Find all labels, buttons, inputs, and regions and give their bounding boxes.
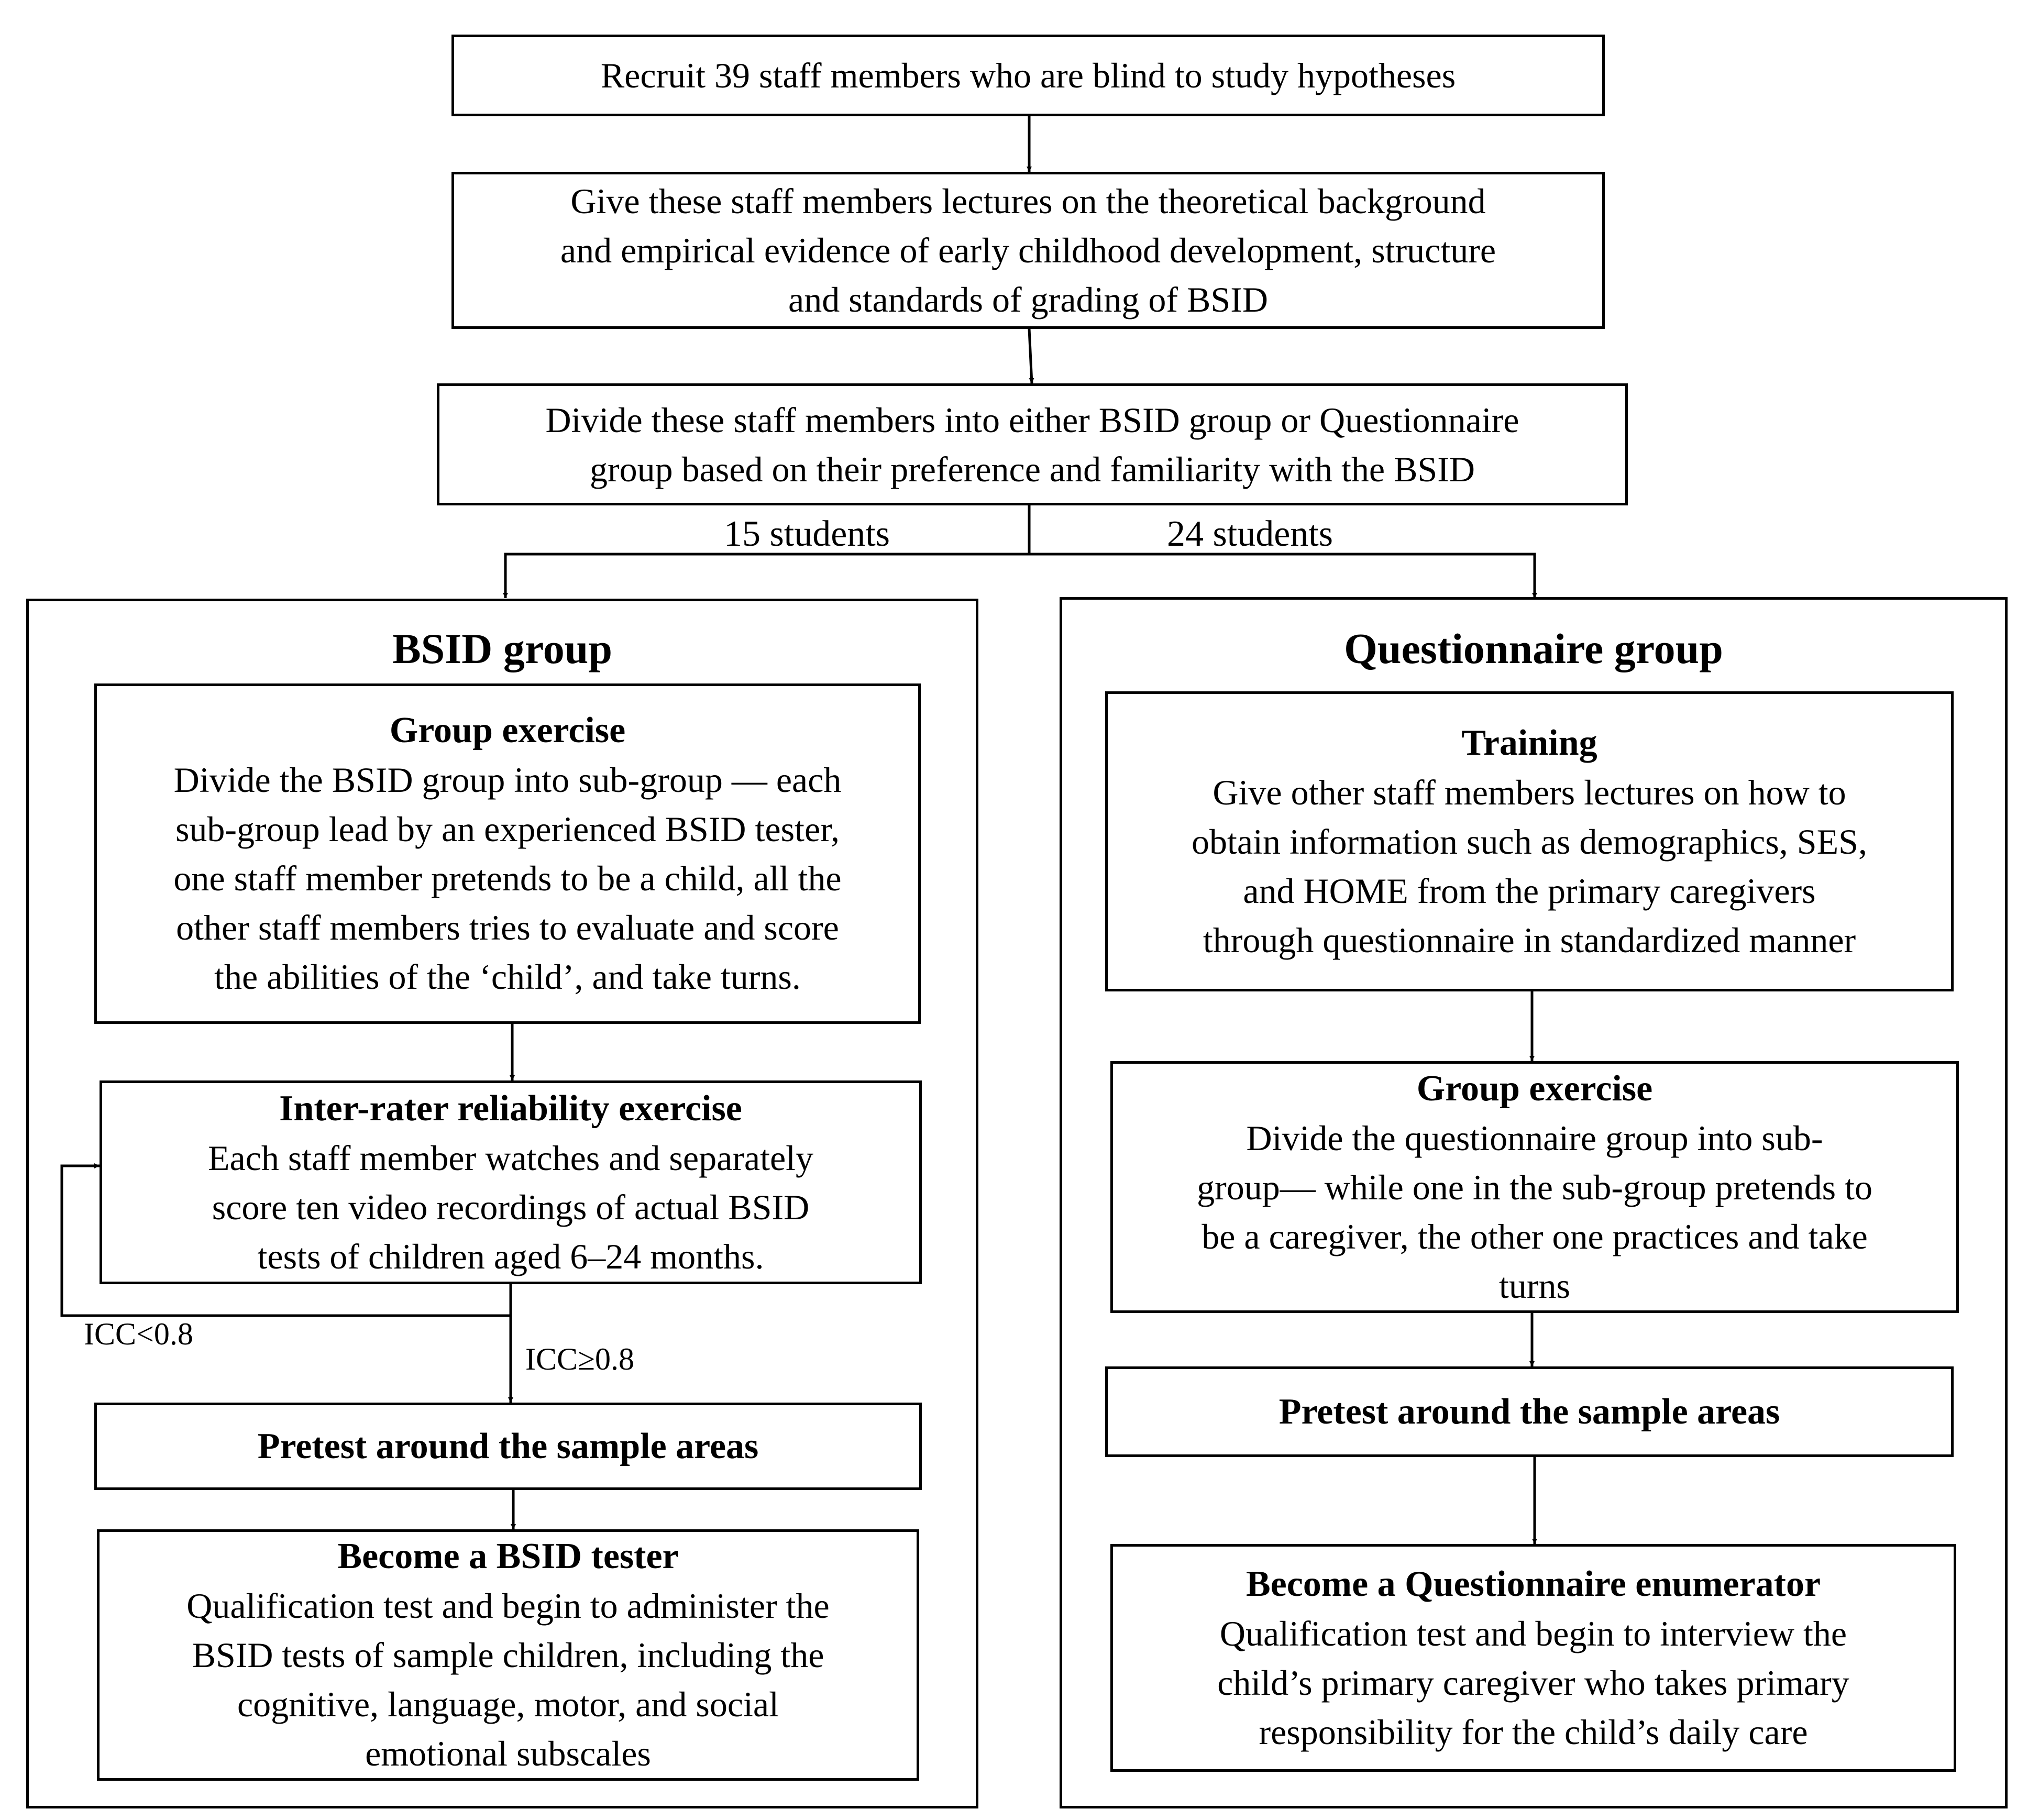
- reliability-box: Inter-rater reliability exercise Each st…: [100, 1080, 922, 1284]
- q-pretest-text: Pretest around the sample areas: [1278, 1391, 1780, 1432]
- icc-low-label: ICC<0.8: [84, 1317, 193, 1351]
- training-line: through questionnaire in standardized ma…: [1203, 920, 1856, 960]
- training-heading: Training: [1461, 722, 1597, 763]
- bsid-pretest-box: Pretest around the sample areas: [94, 1403, 922, 1490]
- bsid-group-exercise-line: Divide the BSID group into sub-group — e…: [173, 760, 842, 800]
- bsid-group-exercise-line: the abilities of the ‘child’, and take t…: [214, 957, 801, 997]
- lectures-line: and standards of grading of BSID: [788, 280, 1268, 319]
- enumerator-box: Become a Questionnaire enumerator Qualif…: [1110, 1544, 1956, 1772]
- icc-low-loop: [60, 1163, 511, 1317]
- icc-high-label: ICC≥0.8: [525, 1342, 634, 1376]
- split-bar: [504, 553, 1536, 596]
- reliability-line: tests of children aged 6–24 months.: [257, 1236, 764, 1276]
- training-box: Training Give other staff members lectur…: [1105, 691, 1954, 991]
- lectures-line: and empirical evidence of early childhoo…: [560, 230, 1496, 270]
- arrow-lectures-to-divide: [1028, 328, 1034, 384]
- bsid-group-exercise-line: sub-group lead by an experienced BSID te…: [175, 809, 840, 849]
- q-group-exercise-box: Group exercise Divide the questionnaire …: [1110, 1061, 1959, 1313]
- questionnaire-group-title: Questionnaire group: [1344, 625, 1723, 672]
- divide-line: Divide these staff members into either B…: [545, 400, 1519, 440]
- bsid-pretest-text: Pretest around the sample areas: [257, 1426, 759, 1466]
- bsid-group-exercise-line: other staff members tries to evaluate an…: [176, 908, 839, 947]
- q-group-exercise-line: be a caregiver, the other one practices …: [1202, 1216, 1868, 1256]
- bsid-tester-line: cognitive, language, motor, and social: [237, 1684, 779, 1724]
- left-count-label: 15 students: [724, 514, 890, 554]
- divide-box: Divide these staff members into either B…: [437, 383, 1628, 505]
- lectures-line: Give these staff members lectures on the…: [570, 181, 1486, 221]
- enumerator-heading: Become a Questionnaire enumerator: [1246, 1563, 1821, 1604]
- reliability-line: Each staff member watches and separately: [207, 1138, 814, 1178]
- q-group-exercise-heading: Group exercise: [1416, 1068, 1653, 1109]
- right-count-label: 24 students: [1167, 514, 1333, 554]
- training-line: Give other staff members lectures on how…: [1213, 772, 1846, 812]
- lectures-box: Give these staff members lectures on the…: [451, 172, 1605, 329]
- training-line: and HOME from the primary caregivers: [1243, 870, 1816, 911]
- bsid-group-title: BSID group: [392, 625, 613, 672]
- bsid-tester-line: Qualification test and begin to administ…: [186, 1586, 830, 1626]
- q-group-exercise-line: group— while one in the sub-group preten…: [1197, 1167, 1872, 1207]
- bsid-group-exercise-heading: Group exercise: [389, 710, 626, 751]
- divide-line: group based on their preference and fami…: [589, 449, 1475, 489]
- enumerator-line: child’s primary caregiver who takes prim…: [1217, 1662, 1849, 1703]
- recruit-box: Recruit 39 staff members who are blind t…: [451, 35, 1605, 116]
- bsid-group-exercise-line: one staff member pretends to be a child,…: [173, 858, 842, 898]
- bsid-group-exercise-box: Group exercise Divide the BSID group int…: [94, 683, 921, 1024]
- bsid-tester-line: BSID tests of sample children, including…: [192, 1635, 824, 1675]
- q-group-exercise-line: Divide the questionnaire group into sub-: [1246, 1118, 1823, 1158]
- recruit-text: Recruit 39 staff members who are blind t…: [600, 56, 1456, 95]
- enumerator-line: Qualification test and begin to intervie…: [1219, 1613, 1847, 1653]
- q-pretest-box: Pretest around the sample areas: [1105, 1366, 1954, 1457]
- bsid-group-panel: BSID group: [26, 599, 978, 1808]
- reliability-line: score ten video recordings of actual BSI…: [212, 1187, 810, 1227]
- q-group-exercise-line: turns: [1499, 1265, 1570, 1306]
- bsid-tester-line: emotional subscales: [365, 1734, 651, 1773]
- reliability-heading: Inter-rater reliability exercise: [279, 1088, 742, 1129]
- enumerator-line: responsibility for the child’s daily car…: [1259, 1712, 1808, 1752]
- bsid-tester-heading: Become a BSID tester: [337, 1536, 679, 1576]
- bsid-tester-box: Become a BSID tester Qualification test …: [97, 1529, 919, 1781]
- training-line: obtain information such as demographics,…: [1192, 821, 1867, 862]
- questionnaire-group-panel: Questionnaire group: [1060, 597, 2008, 1808]
